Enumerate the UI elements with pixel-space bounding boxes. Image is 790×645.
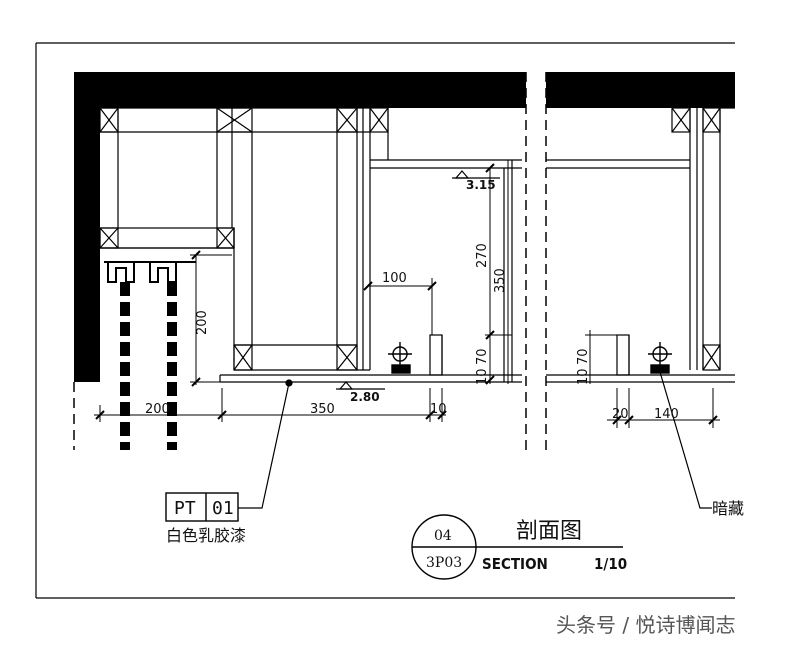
scale-label: 1/10 bbox=[594, 555, 627, 573]
sheet-border bbox=[35, 42, 735, 599]
right-note: 暗藏 bbox=[712, 499, 744, 518]
level-upper: 3.15 bbox=[466, 178, 496, 192]
dim-10-bottom: 10 bbox=[430, 402, 447, 417]
title-block: 04 3P03 剖面图 SECTION 1/10 bbox=[411, 514, 627, 580]
drawing-title: 剖面图 bbox=[516, 519, 582, 544]
curtain-track bbox=[104, 261, 196, 450]
dim-350-horizontal: 350 bbox=[310, 402, 335, 417]
dim-200-horizontal: 200 bbox=[145, 402, 170, 417]
sheet-ref: 3P03 bbox=[426, 555, 462, 571]
dim-10-right: 10 bbox=[576, 368, 591, 385]
material-code: PT bbox=[174, 498, 196, 519]
level-lower: 2.80 bbox=[350, 390, 380, 404]
break-lines bbox=[73, 72, 547, 450]
dim-100: 100 bbox=[382, 271, 407, 286]
dim-10-left: 10 bbox=[475, 368, 490, 385]
watermark: 头条号 / 悦诗博闻志 bbox=[556, 613, 735, 637]
dim-70-right: 70 bbox=[576, 348, 591, 365]
dim-350-vertical: 350 bbox=[493, 268, 508, 293]
dim-20: 20 bbox=[612, 407, 629, 422]
concrete-structure bbox=[74, 72, 735, 382]
material-number: 01 bbox=[212, 498, 234, 519]
dim-200-vertical: 200 bbox=[195, 310, 210, 335]
leader-lines bbox=[238, 371, 712, 509]
ceiling-frame bbox=[99, 107, 735, 383]
dimension-lines bbox=[94, 159, 720, 428]
material-description: 白色乳胶漆 bbox=[166, 526, 246, 545]
level-markers bbox=[336, 170, 500, 390]
section-label: SECTION bbox=[482, 555, 548, 573]
material-tag: PT 01 白色乳胶漆 bbox=[165, 492, 246, 545]
dim-140: 140 bbox=[654, 407, 679, 422]
detail-number: 04 bbox=[434, 528, 452, 544]
dim-270: 270 bbox=[475, 243, 490, 268]
dim-70-left: 70 bbox=[475, 348, 490, 365]
dimension-ticks bbox=[95, 163, 718, 425]
